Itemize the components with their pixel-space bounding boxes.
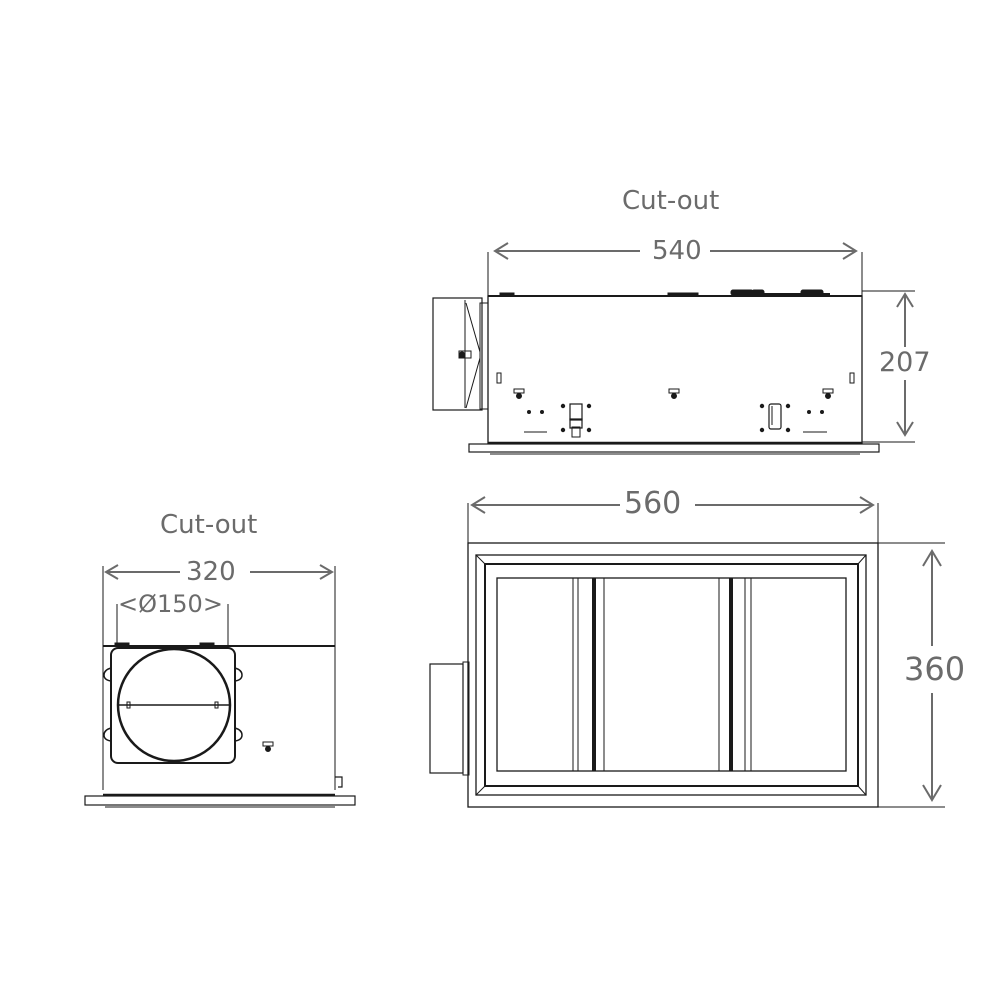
- duct-spigot-top: [429, 663, 464, 774]
- dim-560-value: 560: [624, 486, 682, 521]
- end-view-cutout-label: Cut-out: [160, 510, 258, 540]
- dim-150-diameter: <Ø150>: [118, 590, 223, 618]
- dim-320-value: 320: [186, 557, 236, 587]
- end-view: [84, 564, 356, 808]
- dim-540-value: 540: [652, 236, 702, 266]
- ceiling-flange: [468, 443, 880, 453]
- top-view: [429, 496, 945, 808]
- dim-320-arrow: [104, 564, 334, 580]
- arrow-left-glyph: <: [118, 590, 139, 618]
- arrow-right-glyph: >: [202, 590, 223, 618]
- side-view: [432, 242, 915, 455]
- side-view-cutout-label: Cut-out: [622, 186, 720, 216]
- dim-207-arrow: [896, 292, 914, 437]
- dim-540-arrow: [493, 242, 858, 260]
- dim-560-arrow: [470, 496, 875, 514]
- dim-207-value: 207: [879, 347, 931, 378]
- ceiling-flange-end: [84, 795, 356, 806]
- grille-panel: [496, 577, 847, 772]
- dim-360-value: 360: [904, 650, 966, 688]
- grille-outer-frame: [467, 542, 879, 808]
- duct-spigot: [432, 297, 483, 411]
- unit-body: [487, 295, 863, 444]
- dim-150-value: Ø150: [138, 590, 203, 618]
- dim-360-arrow: [922, 549, 942, 802]
